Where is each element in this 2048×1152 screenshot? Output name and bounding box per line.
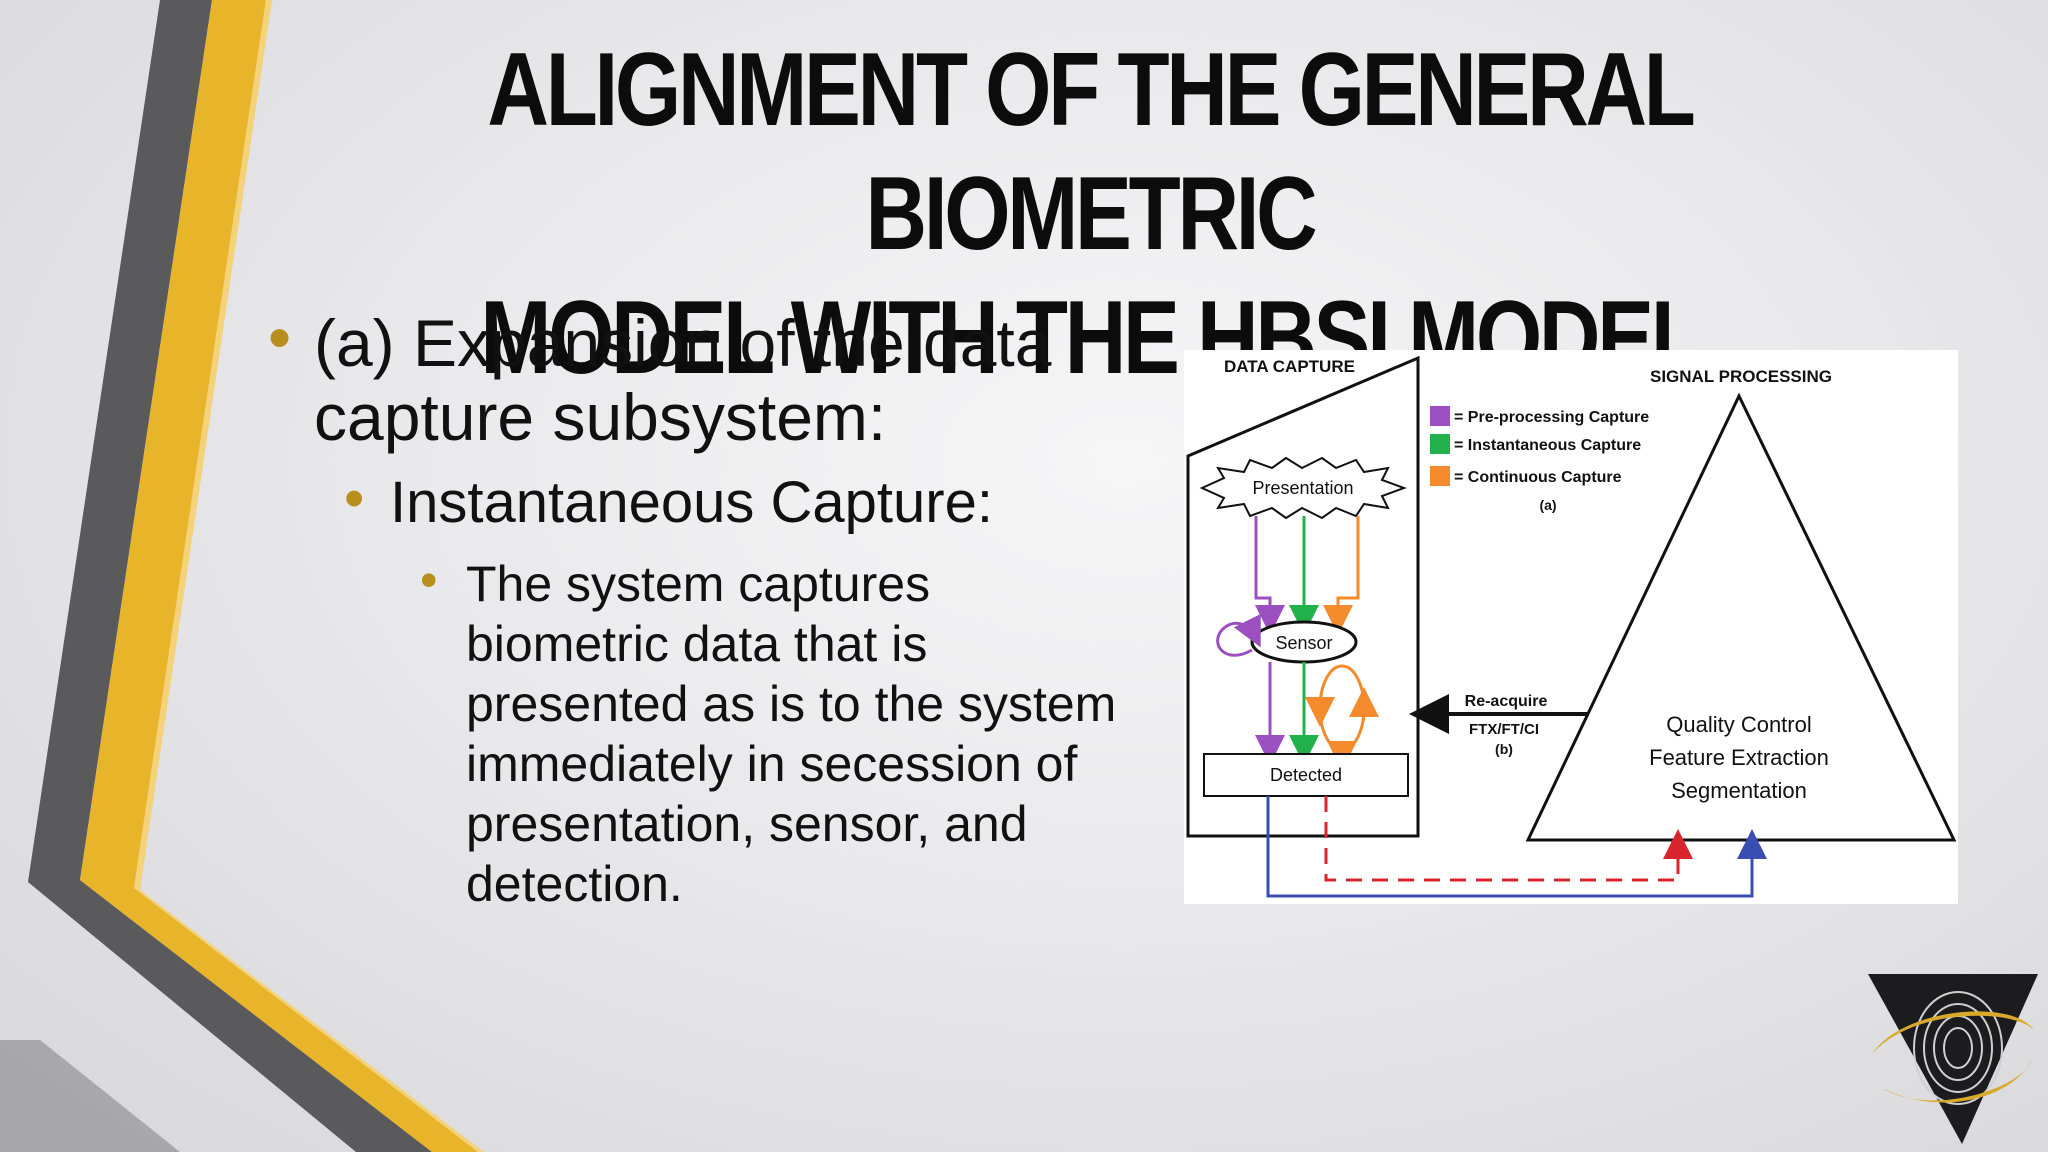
sp-segmentation: Segmentation [1671, 778, 1807, 803]
title-line-1: ALIGNMENT OF THE GENERAL BIOMETRIC [487, 32, 1695, 272]
purple-loop-arrow [1216, 613, 1261, 657]
bullet-2-text: Instantaneous Capture: [390, 470, 993, 535]
legend-swatch-green [1430, 434, 1450, 454]
detected-label: Detected [1270, 765, 1342, 785]
presentation-starburst [1199, 456, 1407, 520]
legend-swatch-purple [1430, 406, 1450, 426]
bullet-dot-icon: • [344, 466, 365, 531]
bullet-level-1: • (a) Expansion of the data capture subs… [268, 300, 1138, 454]
legend-label-continuous: = Continuous Capture [1454, 469, 1622, 486]
red-dashed-connector [1324, 796, 1693, 882]
ftx-label: FTX/FT/CI [1469, 721, 1539, 738]
bullet-level-3: • The system captures biometric data tha… [420, 552, 1138, 914]
ftx-caption: (b) [1495, 741, 1513, 757]
legend-label-instantaneous: = Instantaneous Capture [1454, 437, 1641, 454]
orange-flow-arrow [1323, 516, 1360, 635]
sp-quality-control: Quality Control [1666, 712, 1812, 737]
bullet-3-text: The system captures biometric data that … [466, 556, 1117, 912]
blue-connector [1266, 796, 1767, 898]
slide-title: ALIGNMENT OF THE GENERAL BIOMETRIC MODEL… [409, 28, 1770, 400]
bullet-list: • (a) Expansion of the data capture subs… [268, 300, 1138, 914]
purple-flow-arrow [1254, 516, 1285, 635]
hbsi-diagram: DATA CAPTURE Presentation Sensor Detecte… [1184, 350, 1958, 904]
bullet-dot-icon: • [420, 552, 438, 608]
sp-feature-extraction: Feature Extraction [1649, 745, 1829, 770]
legend-caption: (a) [1539, 497, 1556, 513]
sensor-label: Sensor [1275, 633, 1332, 653]
legend-swatch-orange [1430, 466, 1450, 486]
fingerprint-triangle-logo-icon [1868, 974, 2038, 1144]
data-capture-label: DATA CAPTURE [1224, 357, 1355, 376]
bullet-1-text: (a) Expansion of the data capture subsys… [314, 306, 1052, 454]
presentation-label: Presentation [1252, 478, 1353, 498]
bullet-dot-icon: • [268, 300, 292, 374]
data-capture-box [1186, 355, 1420, 838]
reacquire-label: Re-acquire [1465, 693, 1548, 710]
bullet-level-2: • Instantaneous Capture: [344, 466, 1138, 536]
legend-label-preprocessing: = Pre-processing Capture [1454, 409, 1649, 426]
signal-processing-label: SIGNAL PROCESSING [1650, 367, 1832, 386]
detected-box [1203, 753, 1409, 797]
